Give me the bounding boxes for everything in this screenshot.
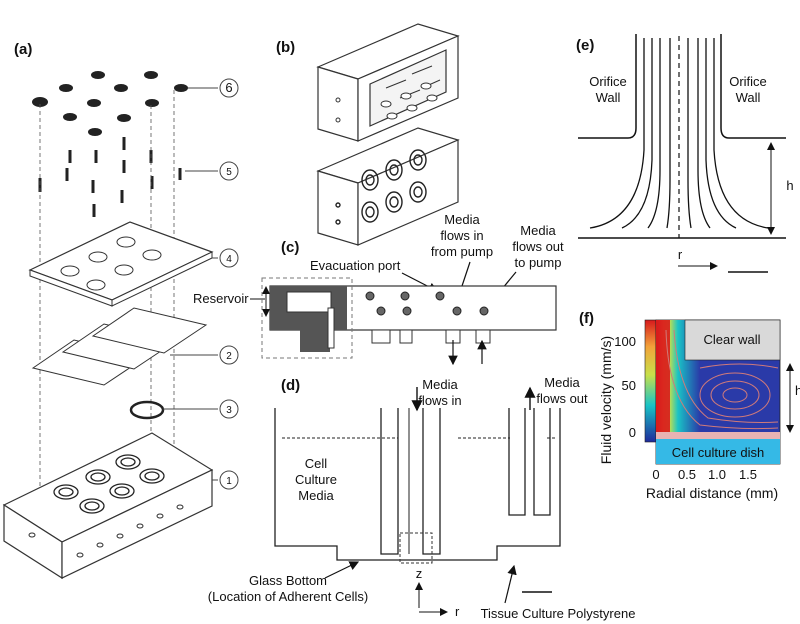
screws xyxy=(38,137,182,217)
e-r-label: r xyxy=(678,247,683,262)
base-block xyxy=(2,432,214,580)
d-glass-1: Glass Bottom xyxy=(249,573,327,588)
glass-slides xyxy=(31,307,208,386)
callout-1: 1 xyxy=(226,476,232,487)
c-media-in-1: Media xyxy=(444,212,480,227)
panel-e-label: (e) xyxy=(576,37,594,54)
d-r-label: r xyxy=(455,604,460,619)
callout-4: 4 xyxy=(226,254,232,265)
x-tick-3: 1.5 xyxy=(739,467,757,482)
panel-a-label: (a) xyxy=(14,41,32,58)
y-ticks: 0 50 100 xyxy=(614,334,636,440)
panel-d-label: (d) xyxy=(281,377,300,394)
c-media-out-2: flows out xyxy=(512,239,564,254)
c-evacuation-label: Evacuation port xyxy=(310,258,401,273)
c-media-in-3: from pump xyxy=(431,244,493,259)
e-right-1: Orifice xyxy=(729,74,767,89)
cfd-streamlines xyxy=(665,329,779,430)
d-z-label: z xyxy=(416,566,423,581)
f-h-label: h xyxy=(795,383,800,398)
callout-3: 3 xyxy=(226,405,232,416)
panel-f-label: (f) xyxy=(579,310,594,327)
d-glass-2: (Location of Adherent Cells) xyxy=(208,589,368,604)
dish-label: Cell culture dish xyxy=(672,445,765,460)
panel-b: (b) xyxy=(276,23,460,246)
e-right-2: Wall xyxy=(736,90,761,105)
clear-wall-region xyxy=(684,319,781,361)
d-cell-2: Culture xyxy=(295,472,337,487)
d-media-in-1: Media xyxy=(422,377,458,392)
d-media-out-2: flows out xyxy=(536,391,588,406)
e-left-1: Orifice xyxy=(589,74,627,89)
e-h-label: h xyxy=(786,178,793,193)
x-tick-0: 0 xyxy=(652,467,659,482)
y-tick-0: 0 xyxy=(629,425,636,440)
x-ticks: 0 0.5 1.0 1.5 xyxy=(652,467,757,482)
panel-d: (d) Media flows in Media flows out Cell … xyxy=(208,375,636,621)
y-tick-2: 100 xyxy=(614,334,636,349)
colorbar xyxy=(644,319,657,443)
x-axis-label: Radial distance (mm) xyxy=(646,485,778,501)
e-left-2: Wall xyxy=(596,90,621,105)
c-media-out-3: to pump xyxy=(515,255,562,270)
d-cell-1: Cell xyxy=(305,456,328,471)
d-tcp-label: Tissue Culture Polystyrene xyxy=(481,606,636,621)
panel-e: (e) Orifice Wall Orifice Wall h r xyxy=(576,34,794,273)
d-media-out-1: Media xyxy=(544,375,580,390)
c-reservoir-label: Reservoir xyxy=(193,291,249,306)
callout-6: 6 xyxy=(225,80,232,95)
d-well-outline xyxy=(274,408,561,561)
o-ring xyxy=(129,400,165,420)
d-media-in-2: flows in xyxy=(418,393,461,408)
callout-5: 5 xyxy=(226,167,232,178)
e-streamlines xyxy=(589,38,769,229)
d-cell-3: Media xyxy=(298,488,334,503)
panel-a: (a) 6 5 xyxy=(2,41,239,580)
panel-c: (c) Evacuation port Media flows in from … xyxy=(193,212,564,366)
clear-wall-label: Clear wall xyxy=(703,332,760,347)
caps-row xyxy=(32,71,188,136)
c-media-out-1: Media xyxy=(520,223,556,238)
panel-b-label: (b) xyxy=(276,39,295,56)
x-tick-2: 1.0 xyxy=(708,467,726,482)
panel-c-label: (c) xyxy=(281,239,299,256)
top-plate xyxy=(28,221,214,301)
panel-f: (f) Clear wall Cell culture dish h 0 50 … xyxy=(579,310,800,501)
dish-region xyxy=(656,439,780,464)
c-media-in-2: flows in xyxy=(440,228,483,243)
y-axis-label: Fluid velocity (mm/s) xyxy=(598,336,614,464)
y-tick-1: 50 xyxy=(622,378,636,393)
x-tick-1: 0.5 xyxy=(678,467,696,482)
callout-2: 2 xyxy=(226,351,232,362)
